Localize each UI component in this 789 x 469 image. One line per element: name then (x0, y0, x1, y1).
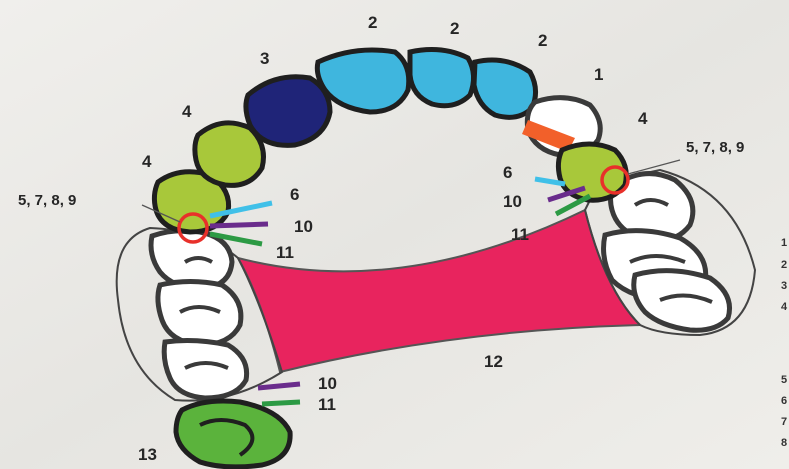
legend-num-7: 7 (781, 416, 787, 428)
legend-num-5: 5 (781, 374, 787, 386)
left-line-10 (210, 224, 268, 226)
label-12: 12 (484, 352, 503, 371)
label-2-middle: 2 (450, 19, 459, 38)
legend-num-6: 6 (781, 395, 787, 407)
label-10-left: 10 (294, 217, 313, 236)
legend-num-1: 1 (781, 237, 787, 249)
label-10-right: 10 (503, 192, 522, 211)
left-molar-2 (158, 282, 241, 346)
label-11-bottom: 11 (318, 395, 336, 414)
label-5789-right: 5, 7, 8, 9 (686, 139, 744, 156)
label-4-left-lower: 4 (142, 152, 152, 171)
label-2-right: 2 (538, 31, 547, 50)
label-10-bottom: 10 (318, 374, 337, 393)
legend-num-2: 2 (781, 259, 787, 271)
label-13: 13 (138, 445, 157, 464)
legend-num-3: 3 (781, 280, 787, 292)
legend-num-8: 8 (781, 437, 787, 449)
canine-3 (246, 77, 330, 146)
label-11-right: 11 (511, 225, 529, 244)
label-4-right: 4 (638, 109, 648, 128)
label-2-left: 2 (368, 13, 377, 32)
legend-num-4: 4 (781, 301, 788, 313)
incisor-2-middle (410, 50, 474, 106)
label-4-left-upper: 4 (182, 102, 192, 121)
label-5789-left: 5, 7, 8, 9 (18, 192, 76, 209)
incisor-2-right (474, 60, 536, 117)
label-1: 1 (594, 65, 603, 84)
bottom-line-11 (262, 402, 300, 404)
label-6-right: 6 (503, 163, 512, 182)
label-6-left: 6 (290, 185, 299, 204)
left-molar-3 (164, 341, 246, 398)
label-3: 3 (260, 49, 269, 68)
label-11-left: 11 (276, 243, 294, 262)
